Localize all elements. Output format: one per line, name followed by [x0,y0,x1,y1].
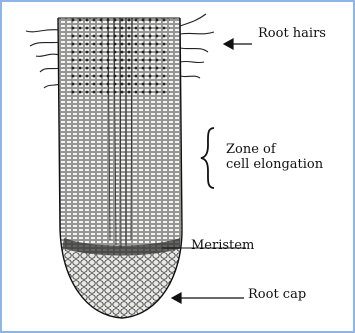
label-zone-line2: cell elongation [226,157,323,172]
label-meristem: Meristem [191,238,254,253]
label-zone-line1: Zone of [226,142,276,157]
label-root-hairs: Root hairs [258,26,326,41]
elongation-brace [201,128,214,188]
root-cap-arrow [172,293,244,303]
label-root-cap: Root cap [248,287,306,302]
root-hairs-arrow [224,39,252,49]
